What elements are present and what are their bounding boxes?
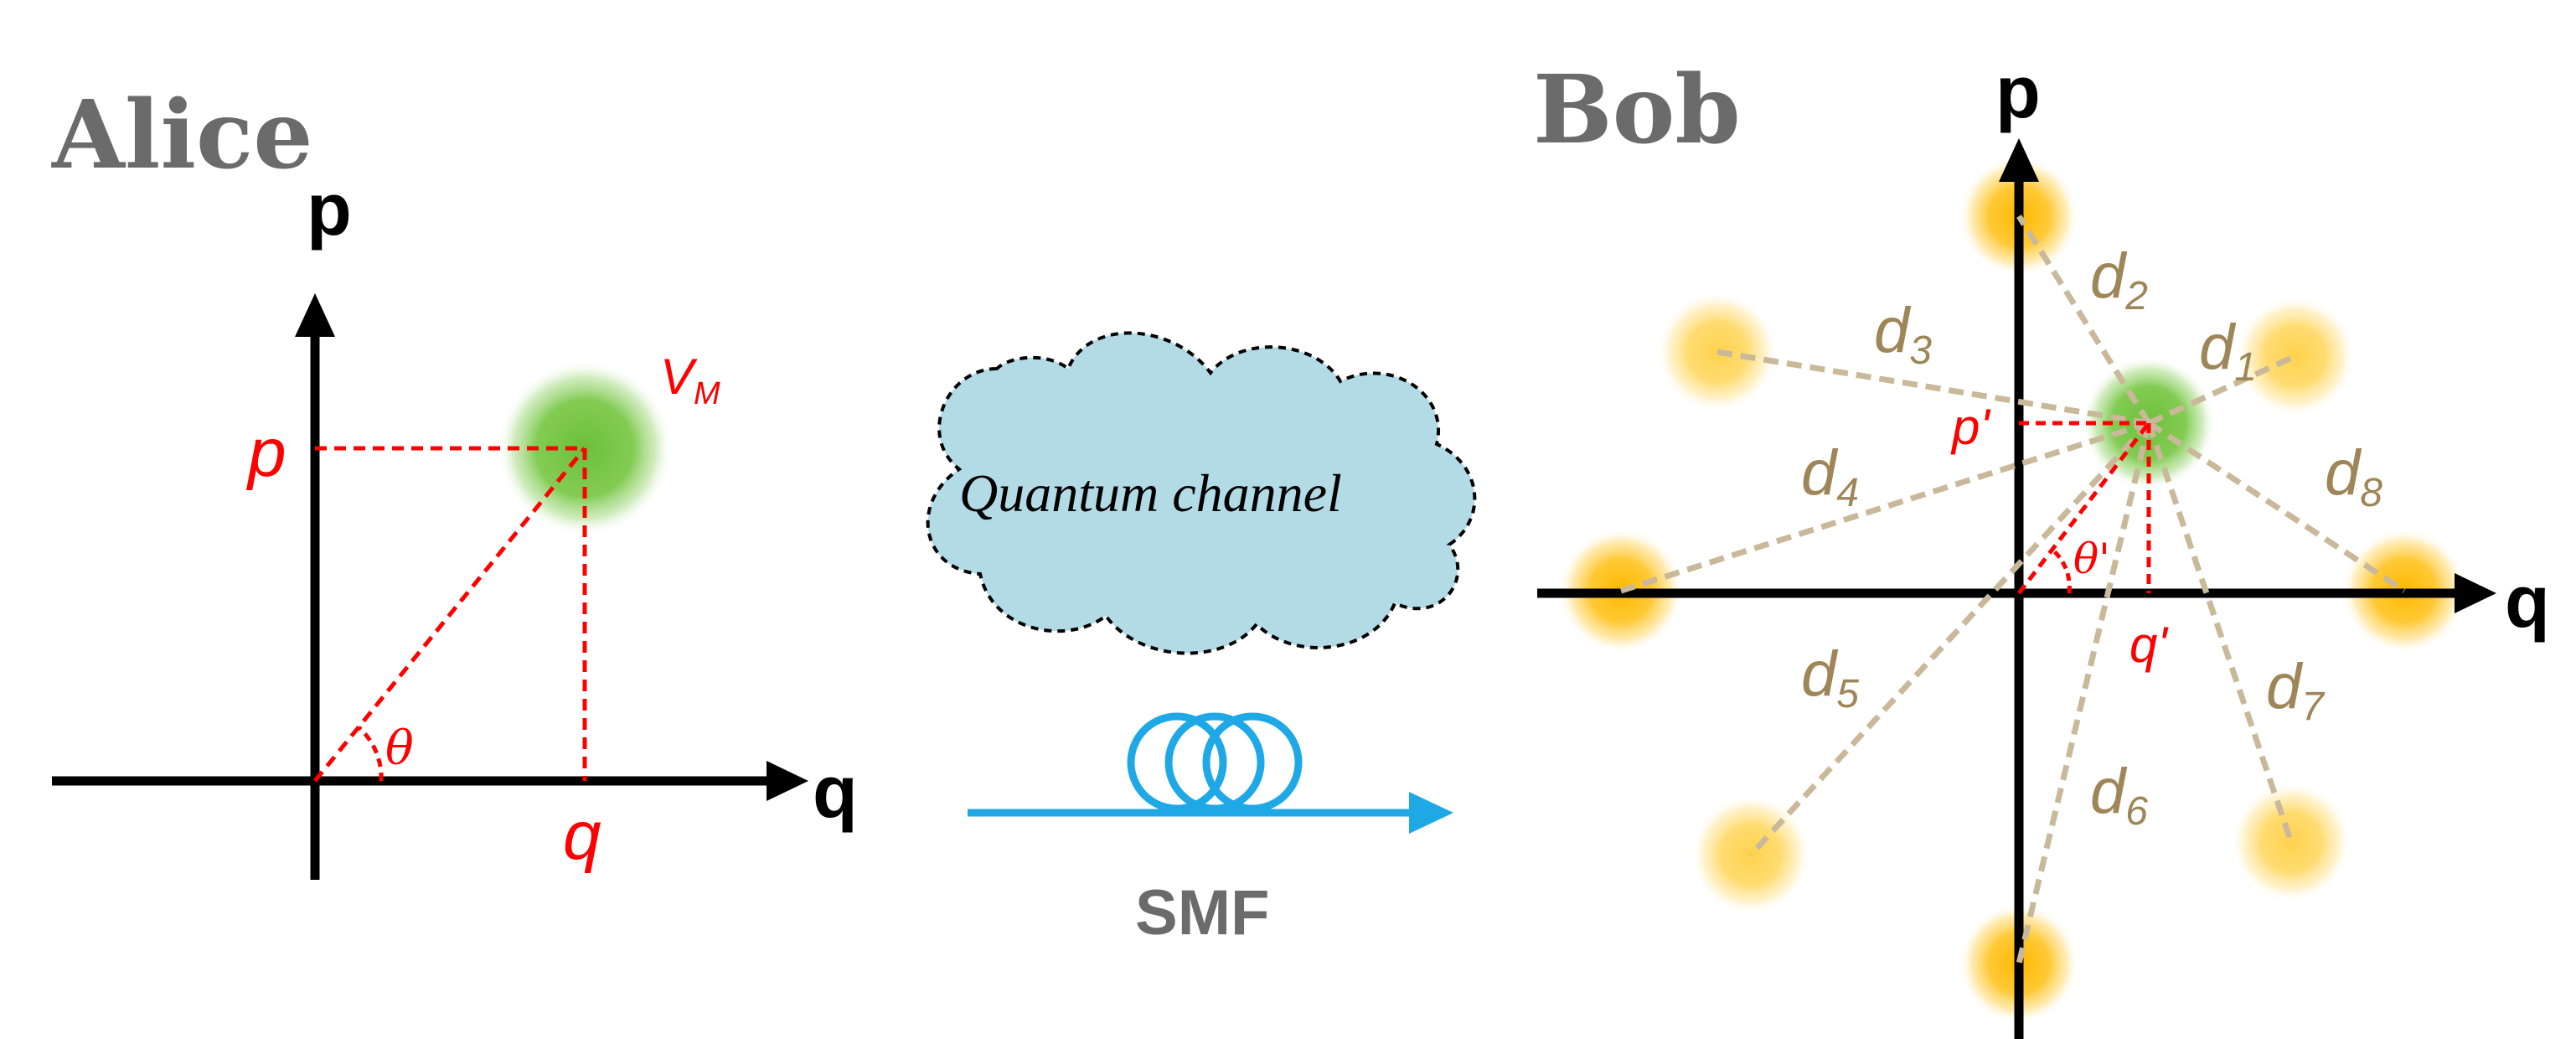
bob-distance-lines: [1619, 215, 2406, 964]
bob-q-axis-label: q: [2505, 560, 2550, 643]
distance-line-d3: [1716, 349, 2150, 426]
bob-theta-prime-label: θ': [2073, 535, 2110, 583]
bob-q-prime-label: q': [2129, 617, 2169, 673]
bob-p-prime-label: p': [1950, 399, 1991, 455]
distance-label-d1: d1: [2199, 312, 2257, 390]
bob-distance-labels: d1 d2 d3 d4 d5 d6 d7 d8: [1801, 240, 2382, 834]
quantum-channel-cloud: [926, 331, 1477, 655]
bob-panel: Bob p q: [1533, 50, 2550, 1039]
distance-line-d5: [1748, 421, 2151, 857]
distance-label-d2: d2: [2090, 240, 2148, 318]
constellation-point-bottom-right: [2231, 782, 2351, 902]
alice-q-axis-label: q: [813, 750, 858, 833]
bob-p-axis-arrowhead: [1999, 138, 2039, 182]
bob-q-axis-arrowhead: [2455, 573, 2496, 613]
distance-label-d3: d3: [1874, 295, 1932, 373]
bob-title: Bob: [1533, 55, 1741, 165]
bob-measurement-lines: [2017, 421, 2151, 595]
bob-angle-arc: [2051, 548, 2072, 594]
quantum-channel-label: Quantum channel: [959, 463, 1342, 523]
alice-angle-arc: [357, 726, 384, 782]
distance-line-d2: [2016, 215, 2151, 425]
alice-measurement-lines: [313, 446, 587, 783]
alice-p-axis-label: p: [307, 168, 352, 251]
alice-title: Alice: [51, 80, 312, 190]
alice-q-axis-arrowhead: [767, 761, 808, 801]
distance-line-d8: [2147, 421, 2406, 593]
alice-p-value-label: p: [245, 415, 287, 491]
constellation-point-top-right: [2235, 296, 2356, 416]
alice-q-value-label: q: [563, 798, 601, 874]
bob-p-axis-label: p: [1995, 50, 2041, 133]
distance-label-d6: d6: [2090, 756, 2148, 834]
alice-theta-label: θ: [385, 721, 414, 776]
distance-label-d4: d4: [1801, 437, 1859, 515]
distance-line-d1: [2147, 353, 2297, 426]
distance-line-d6: [2016, 422, 2152, 964]
distance-line-d4: [1619, 420, 2150, 594]
distance-label-d8: d8: [2325, 437, 2382, 515]
distance-line-d7: [2145, 421, 2295, 844]
alice-p-axis-arrowhead: [295, 293, 335, 337]
alice-panel: Alice p q p q θ VM: [51, 80, 858, 880]
fiber-coil: [1127, 712, 1303, 813]
distance-label-d5: d5: [1801, 638, 1859, 716]
channel-panel: Quantum channel SMF: [926, 331, 1477, 949]
distance-label-d7: d7: [2266, 651, 2326, 729]
alice-vm-label: VM: [660, 349, 720, 411]
fiber-arrowhead: [1409, 792, 1453, 834]
fiber-label: SMF: [1135, 877, 1269, 949]
